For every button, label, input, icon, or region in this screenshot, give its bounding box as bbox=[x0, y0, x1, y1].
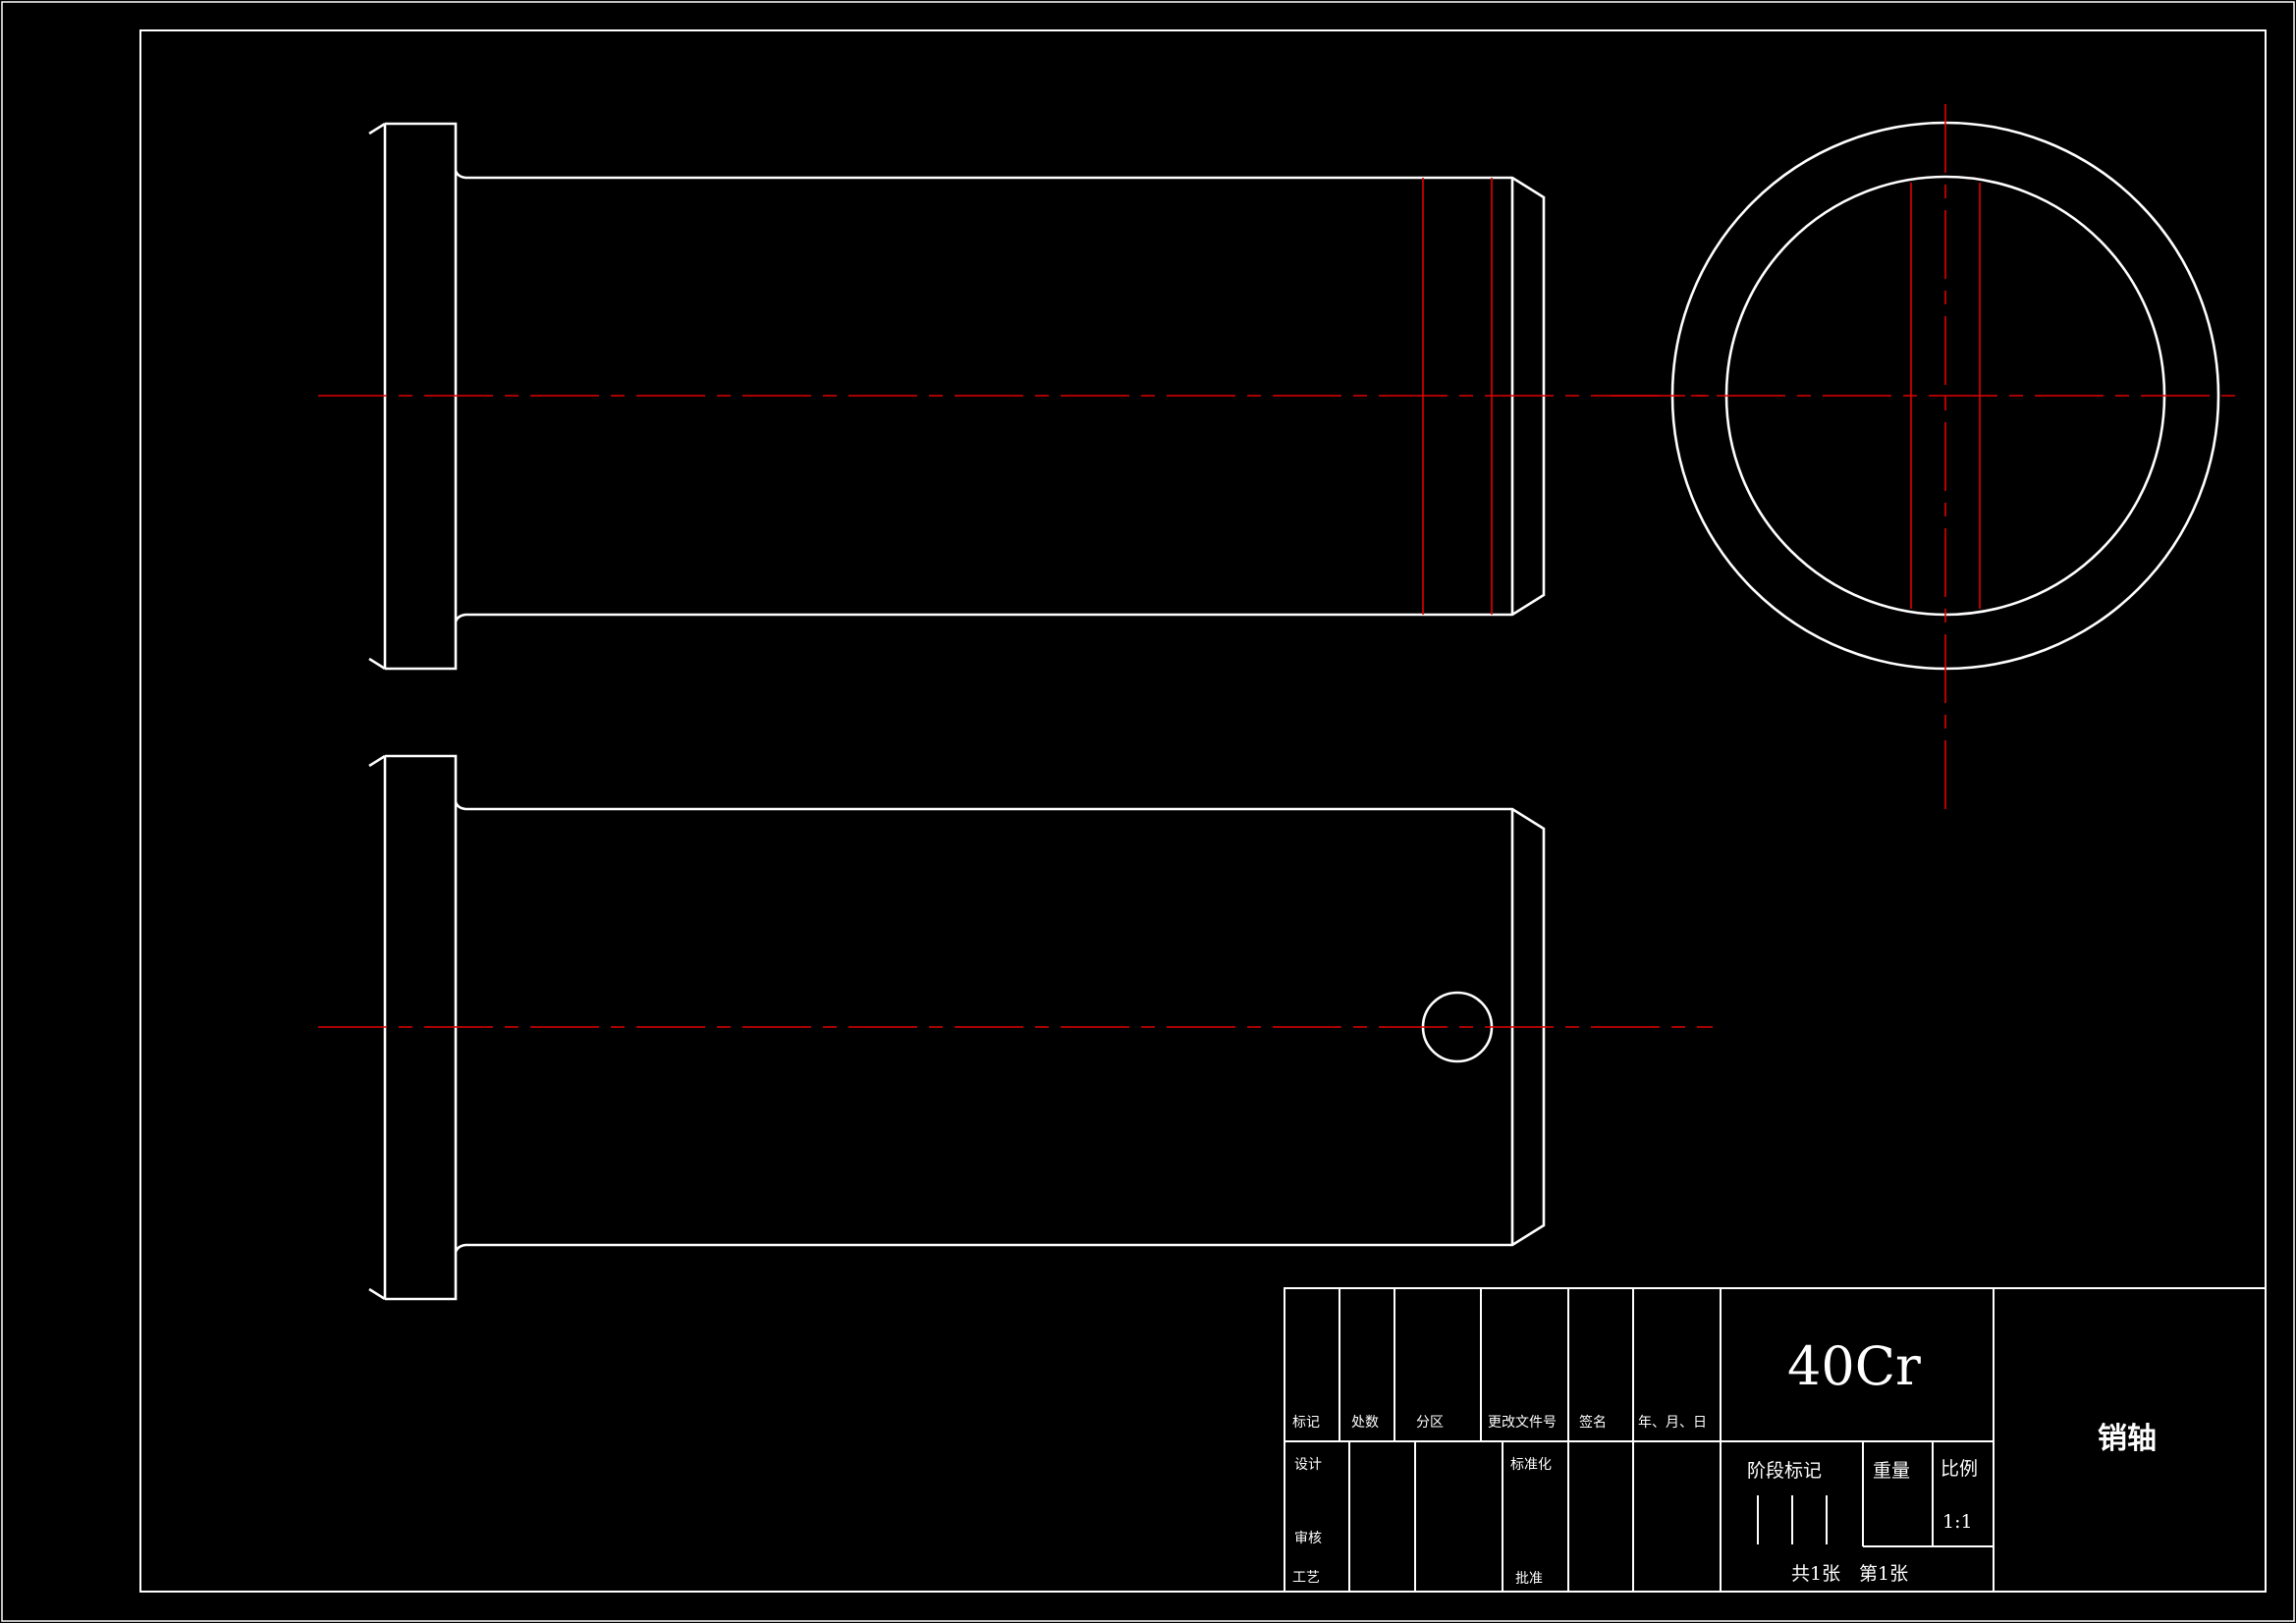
label-weight: 重量 bbox=[1873, 1460, 1910, 1482]
drawing-border bbox=[139, 29, 2267, 1593]
sheet-current: 第1张 bbox=[1859, 1563, 1908, 1585]
scale-value: 1:1 bbox=[1942, 1511, 1973, 1533]
title-block: 标记 处数 分区 更改文件号 签名 年、月、日 设计 标准化 审核 工艺 批准 … bbox=[1284, 1287, 2267, 1593]
label-mark: 标记 bbox=[1292, 1415, 1320, 1431]
label-stage-mark: 阶段标记 bbox=[1747, 1460, 1822, 1482]
label-zone: 分区 bbox=[1416, 1415, 1444, 1431]
pin-end-view bbox=[1611, 104, 2243, 811]
label-review: 审核 bbox=[1294, 1531, 1322, 1546]
material-text: 40Cr bbox=[1787, 1335, 1921, 1397]
label-process: 工艺 bbox=[1292, 1570, 1320, 1586]
title-block-frame bbox=[1284, 1287, 2267, 1593]
label-design: 设计 bbox=[1294, 1457, 1322, 1473]
part-name: 销轴 bbox=[2098, 1422, 2157, 1456]
sheets-total: 共1张 bbox=[1791, 1563, 1840, 1585]
label-count: 处数 bbox=[1351, 1415, 1379, 1431]
label-change-doc: 更改文件号 bbox=[1488, 1415, 1557, 1431]
pin-top-view bbox=[318, 754, 1713, 1301]
label-approve: 批准 bbox=[1515, 1571, 1543, 1587]
label-scale: 比例 bbox=[1941, 1458, 1978, 1480]
label-standardization: 标准化 bbox=[1510, 1457, 1552, 1473]
label-date: 年、月、日 bbox=[1638, 1415, 1707, 1431]
pin-front-view bbox=[318, 122, 1709, 671]
label-signature: 签名 bbox=[1579, 1414, 1607, 1431]
